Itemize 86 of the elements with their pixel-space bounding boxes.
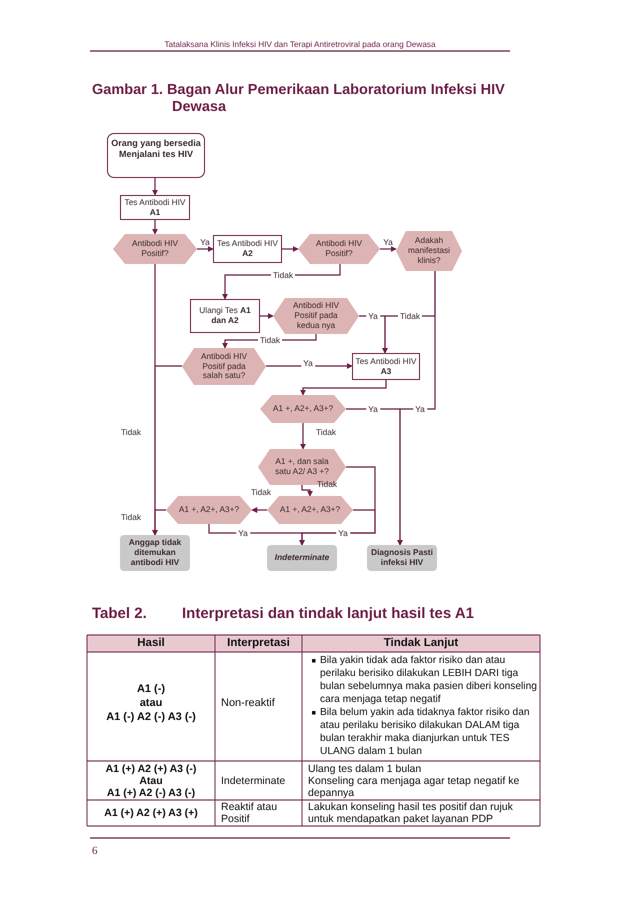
edge-label: Tidak <box>120 428 142 436</box>
edge-label: Ya <box>301 358 315 368</box>
node-text: Antibodi HIV Positif? <box>314 239 364 259</box>
node-text: A1 +, dan sala satu A2/ A3 +? <box>274 457 330 477</box>
edge-label: Tidak <box>250 488 272 496</box>
table-text: Reaktif atau Positif <box>221 801 278 825</box>
flow-arrow <box>300 380 387 396</box>
edge-label: Ya <box>199 238 211 246</box>
decision-hexagon <box>396 231 462 271</box>
decision-hexagon <box>182 348 266 385</box>
table-text: atau <box>138 697 164 710</box>
result-box <box>120 535 190 571</box>
node-text: Tes Antibodi HIV A3 <box>354 356 418 376</box>
edge-label: Ya <box>413 404 427 414</box>
flow-arrow <box>260 313 274 319</box>
decision-hexagon <box>260 395 346 423</box>
edge-label: Ya <box>382 238 394 246</box>
flow-arrow <box>208 524 305 546</box>
figure-title: Gambar 1. Bagan Alur Pemerikaan Laboratorium Infeksi HIV Dewasa <box>92 82 506 117</box>
edge-label: Tidak <box>398 312 422 320</box>
edge-label: Tidak <box>120 512 142 522</box>
result-box <box>267 545 337 571</box>
column-header: Tindak Lanjut <box>382 637 460 650</box>
node-text: Antibodi HIV Positif pada kedua nya <box>292 301 340 331</box>
edge-label: Tidak <box>315 428 337 436</box>
flow-arrow <box>197 246 214 252</box>
table-title: Tabel 2. <box>92 605 148 623</box>
start-box <box>107 133 205 178</box>
table-text: Atau <box>138 775 164 787</box>
flow-arrow <box>222 334 317 349</box>
node-text: Antibodi HIV Positif pada salah satu? <box>200 352 248 382</box>
node-text: Antibodi HIV Positif? <box>130 239 180 259</box>
flow-arrow <box>152 220 158 235</box>
edge-label: Ya <box>366 404 380 414</box>
table-text: A1 (-) A2 (-) A3 (-) <box>105 711 197 724</box>
node-text: Indeterminate <box>274 553 330 563</box>
decision-hexagon <box>267 496 353 524</box>
edge-label: Tidak <box>316 480 338 488</box>
table-text: Lakukan konseling hasil tes positif dan rujuk untuk mendapatkan paket layanan PDP <box>308 801 514 825</box>
table-text: A1 (+) A2 (+) A3 (-) <box>104 763 198 775</box>
flow-arrow <box>300 423 306 450</box>
decision-hexagon <box>113 234 197 264</box>
flow-arrow <box>152 178 158 196</box>
edge-label: Ya <box>366 312 380 320</box>
table-text: A1 (-) <box>136 683 166 696</box>
node-text: A1 +, A2+, A3+? <box>272 404 334 414</box>
flow-arrow <box>380 246 397 252</box>
edge-label: Ya <box>336 528 350 538</box>
flow-arrow <box>359 315 388 354</box>
page-number: 6 <box>92 845 98 858</box>
table-text: A1 (+) A2 (-) A3 (-) <box>106 787 196 799</box>
flow-arrow <box>346 408 403 546</box>
node-text: Anggap tidak ditemukan antibodi HIV <box>128 538 182 568</box>
edge-label: Tidak <box>258 336 282 344</box>
node-text: Adakah manifestasi klinis? <box>407 236 451 266</box>
flow-arrow <box>152 509 166 536</box>
node-text: Diagnosis Pasti infeksi HIV <box>370 548 434 568</box>
table-text: Ulang tes dalam 1 bulan <box>308 763 422 775</box>
table-title: Interpretasi dan tindak lanjut hasil tes A1 <box>182 605 476 623</box>
table-text: Non-reaktif <box>221 697 276 710</box>
process-box <box>190 299 260 333</box>
decision-hexagon <box>273 298 359 334</box>
column-header: Hasil <box>136 637 166 650</box>
flow-arrow <box>266 363 353 369</box>
decision-hexagon <box>166 496 252 524</box>
node-text: Orang yang bersedia Menjalani tes HIV <box>110 138 202 160</box>
node-text: A1 +, A2+, A3+? <box>280 505 340 515</box>
node-text: Tes Antibodi HIV A2 <box>216 239 279 259</box>
running-header: Tatalaksana Klinis Infeksi HIV dan Terapi Antiretroviral pada orang Dewasa <box>163 40 437 50</box>
table-text: Indeterminate <box>221 775 286 787</box>
bullet-text: Bila belum yakin ada tidaknya faktor risiko dan atau perilaku berisiko dilakukan DALAM tiga bulan terakhir maka dianjurkan untuk TES ULANG dalam 1 bulan <box>320 706 531 758</box>
edge-label: Ya <box>236 528 250 538</box>
bullet-text: Bila yakin tidak ada faktor risiko dan atau perilaku berisiko dilakukan LEBIH DARI tiga bulan sebelumnya maka pasien diberi konseling cara menjaga tetap negatif <box>320 654 538 706</box>
table-text: Konseling cara menjaga agar tetap negatif ke depannya <box>308 775 520 799</box>
flow-arrow <box>251 507 267 513</box>
node-text: A1 +, A2+, A3+? <box>178 505 240 515</box>
column-header: Interpretasi <box>226 637 291 650</box>
flow-arrow <box>282 246 299 252</box>
flow-arrow <box>222 264 341 300</box>
node-text: Ulangi Tes A1 dan A2 <box>198 306 252 326</box>
process-box <box>213 235 282 263</box>
table-text: A1 (+) A2 (+) A3 (+) <box>103 807 199 819</box>
flow-arrow <box>301 485 313 497</box>
edge-label: Tidak <box>271 270 295 280</box>
node-text: Tes Antibodi HIV A1 <box>124 198 186 218</box>
decision-hexagon <box>298 234 380 264</box>
